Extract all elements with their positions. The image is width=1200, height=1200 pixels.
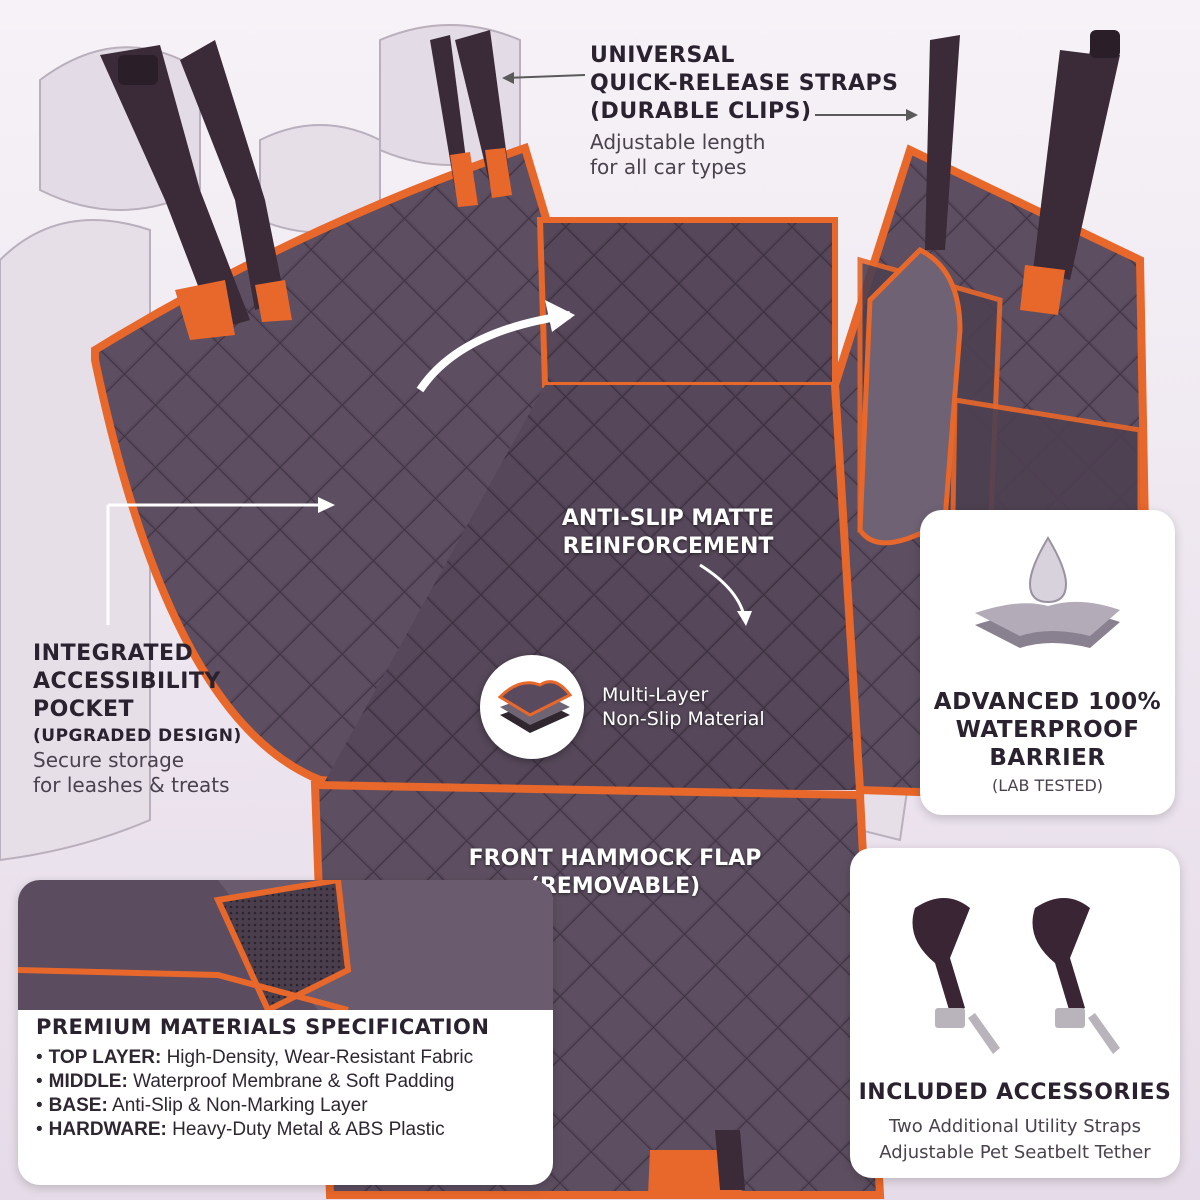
pocket-title-line1: INTEGRATED xyxy=(33,641,194,666)
specs-title: PREMIUM MATERIALS SPECIFICATION xyxy=(36,1015,490,1039)
multi-layer-label: Multi-Layer Non-Slip Material xyxy=(602,683,765,731)
spec-item-middle: •MIDDLE: Waterproof Membrane & Soft Padd… xyxy=(36,1071,546,1093)
pocket-title-line3: POCKET xyxy=(33,697,135,722)
accessories-panel: INCLUDED ACCESSORIES Two Additional Util… xyxy=(850,848,1180,1178)
spec-label: TOP LAYER: xyxy=(48,1047,162,1068)
bullet-icon: • xyxy=(36,1119,43,1140)
bullet-icon: • xyxy=(36,1071,43,1092)
anti-slip-line1: ANTI-SLIP MATTE xyxy=(561,506,775,531)
spec-value: Waterproof Membrane & Soft Padding xyxy=(133,1071,455,1092)
accessories-line1: Two Additional Utility Straps xyxy=(889,1116,1141,1137)
pocket-callout: INTEGRATED ACCESSIBILITY POCKET (UPGRADE… xyxy=(33,640,293,798)
spec-value: Heavy-Duty Metal & ABS Plastic xyxy=(172,1119,445,1140)
straps-desc-line1: Adjustable length xyxy=(590,130,766,154)
anti-slip-callout: ANTI-SLIP MATTE REINFORCEMENT xyxy=(548,505,788,561)
waterproof-line4: (LAB TESTED) xyxy=(991,776,1103,795)
water-drop-icon xyxy=(975,536,1120,648)
straps-title-line2: QUICK-RELEASE STRAPS xyxy=(590,71,899,96)
spec-item-top-layer: •TOP LAYER: High-Density, Wear-Resistant… xyxy=(36,1047,546,1069)
straps-title-line3: (DURABLE CLIPS) xyxy=(590,99,812,124)
straps-title-line1: UNIVERSAL xyxy=(590,43,735,68)
specs-panel: PREMIUM MATERIALS SPECIFICATION •TOP LAY… xyxy=(18,880,553,1185)
pocket-desc-line2: for leashes & treats xyxy=(33,773,230,797)
spec-item-base: •BASE: Anti-Slip & Non-Marking Layer xyxy=(36,1095,546,1117)
seatbelt-tether-icon xyxy=(912,898,1120,1054)
spec-label: HARDWARE: xyxy=(48,1119,167,1140)
anti-slip-line2: REINFORCEMENT xyxy=(562,534,774,559)
spec-value: High-Density, Wear-Resistant Fabric xyxy=(166,1047,474,1068)
hammock-callout: FRONT HAMMOCK FLAP (REMOVABLE) xyxy=(460,845,770,901)
spec-label: MIDDLE: xyxy=(48,1071,128,1092)
fabric-closeup-image xyxy=(18,880,553,1010)
straps-callout: UNIVERSAL QUICK-RELEASE STRAPS (DURABLE … xyxy=(590,42,920,180)
straps-desc-line2: for all car types xyxy=(590,155,747,179)
waterproof-panel: ADVANCED 100% WATERPROOF BARRIER (LAB TE… xyxy=(920,510,1175,815)
bullet-icon: • xyxy=(36,1047,43,1068)
waterproof-line2: WATERPROOF xyxy=(955,717,1140,743)
spec-value: Anti-Slip & Non-Marking Layer xyxy=(112,1095,368,1116)
spec-item-hardware: •HARDWARE: Heavy-Duty Metal & ABS Plasti… xyxy=(36,1119,546,1141)
hammock-line1: FRONT HAMMOCK FLAP xyxy=(468,846,762,871)
pocket-title-line2: ACCESSIBILITY xyxy=(33,669,221,694)
accessories-title: INCLUDED ACCESSORIES xyxy=(858,1080,1172,1105)
multi-layer-line1: Multi-Layer xyxy=(602,684,709,706)
waterproof-line3: BARRIER xyxy=(989,745,1106,771)
layers-icon xyxy=(480,655,584,759)
pocket-desc-line1: Secure storage xyxy=(33,748,185,772)
multi-layer-line2: Non-Slip Material xyxy=(602,708,765,730)
waterproof-line1: ADVANCED 100% xyxy=(933,689,1162,715)
bullet-icon: • xyxy=(36,1095,43,1116)
hammock-line2: (REMOVABLE) xyxy=(529,874,701,899)
accessories-line2: Adjustable Pet Seatbelt Tether xyxy=(879,1142,1151,1163)
spec-label: BASE: xyxy=(48,1095,108,1116)
pocket-title-line4: (UPGRADED DESIGN) xyxy=(33,726,242,746)
